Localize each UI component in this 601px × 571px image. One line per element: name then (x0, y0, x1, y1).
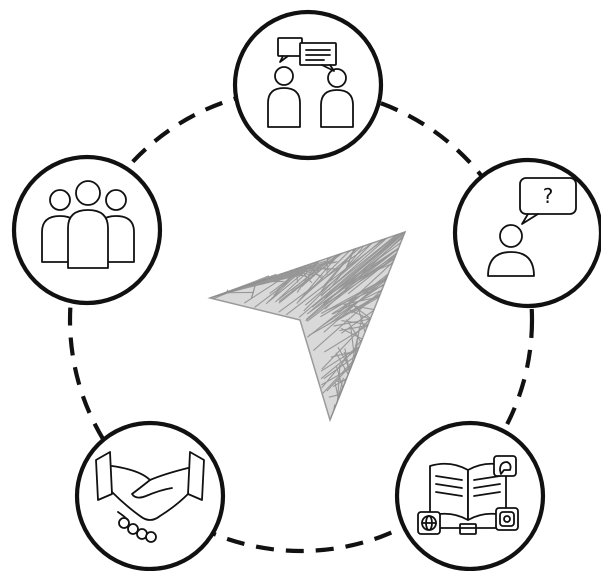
plane-hatch-stroke (333, 404, 336, 411)
plane-hatch-stroke (233, 274, 301, 291)
plane-hatch-stroke (320, 277, 387, 318)
plane-hatch-stroke (347, 308, 371, 320)
plane-hatch-stroke (290, 270, 314, 276)
plane-hatch-stroke (339, 324, 368, 332)
plane-hatch-stroke (324, 324, 369, 353)
plane-hatch-stroke (320, 347, 360, 380)
book-media-icon (417, 455, 519, 535)
plane-hatch-stroke (332, 378, 347, 387)
plane-hatch-stroke (326, 284, 384, 312)
plane-hatch-stroke (269, 275, 290, 279)
paper-plane-sketch-icon (207, 230, 407, 423)
plane-hatch-stroke (296, 261, 319, 293)
group-of-people-icon (41, 180, 135, 269)
plane-hatch-stroke (219, 279, 266, 296)
plane-hatch-stroke (344, 262, 393, 285)
question-mark-text: ? (543, 184, 554, 208)
plane-hatch-stroke (324, 234, 405, 310)
plane-hatch-stroke (285, 271, 304, 277)
plane-hatch-stroke (285, 238, 386, 316)
plane-hatch-stroke (321, 318, 371, 370)
plane-hatch-stroke (338, 261, 394, 313)
plane-hatch-stroke (254, 262, 314, 308)
plane-hatch-stroke (329, 279, 387, 325)
node-question: ? (452, 157, 601, 309)
plane-hatch-stroke (306, 264, 323, 280)
plane-hatch-stroke (325, 242, 402, 298)
plane-hatch-stroke (328, 393, 341, 398)
plane-hatch-stroke (312, 289, 383, 352)
plane-hatch-stroke (350, 327, 356, 359)
plane-hatch-stroke (336, 380, 346, 382)
plane-hatch-stroke (298, 250, 351, 302)
plane-hatch-stroke (308, 293, 381, 337)
plane-hatch-stroke (298, 234, 398, 318)
plane-hatch-stroke (303, 242, 373, 312)
plane-hatch-stroke (354, 326, 361, 359)
plane-hatch-stroke (320, 248, 357, 292)
node-team (11, 154, 163, 306)
plane-hatch-stroke (305, 248, 399, 322)
plane-hatch-stroke (333, 318, 371, 327)
plane-hatch-stroke (306, 252, 397, 322)
plane-hatch-stroke (323, 355, 356, 380)
node-agreement (74, 420, 226, 571)
plane-hatch-stroke (278, 252, 343, 302)
plane-hatch-stroke (296, 268, 324, 277)
handshake-icon (95, 451, 205, 543)
plane-hatch-stroke (326, 363, 353, 392)
plane-hatch-stroke (354, 306, 371, 319)
two-people-chat-icon (267, 37, 354, 128)
node-conversation (232, 9, 384, 161)
node-resources (394, 420, 546, 571)
person-question-icon: ? (487, 177, 577, 277)
plane-hatch-stroke (337, 346, 351, 370)
plane-hatch-stroke (350, 316, 363, 369)
plane-hatch-stroke (328, 245, 364, 291)
plane-hatch-stroke (320, 277, 387, 314)
